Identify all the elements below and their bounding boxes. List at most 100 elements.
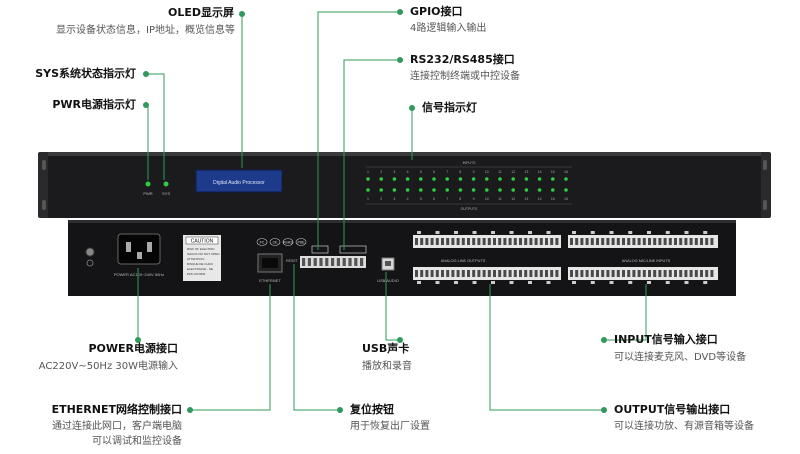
input-led-1: [366, 177, 370, 181]
channel-tab: [472, 231, 477, 234]
logo-rohs: [282, 238, 294, 246]
channel-tab: [546, 281, 551, 284]
terminal-pin: [674, 270, 677, 277]
terminal-pin: [679, 270, 683, 277]
terminal-pin: [539, 238, 543, 245]
pwr-led: [145, 181, 151, 187]
output-channel-number: 1: [367, 197, 369, 201]
terminal-pin: [632, 238, 636, 245]
terminal-pin: [705, 270, 709, 277]
input-channel-number: 8: [459, 170, 461, 174]
channel-tab: [454, 281, 458, 284]
output-channel-number: 9: [473, 197, 475, 201]
usb-jack: [385, 261, 391, 266]
terminal-pin: [700, 270, 703, 277]
gpio-pin: [354, 258, 358, 266]
terminal-pin: [425, 270, 429, 277]
caution-line: ATTENTION:: [187, 257, 205, 261]
terminal-pin: [684, 238, 688, 245]
terminal-pin: [622, 270, 625, 277]
terminal-pin: [575, 270, 579, 277]
input-channel-number: 7: [446, 170, 448, 174]
audio-terminal-blocks: [413, 231, 718, 284]
logo-ce: [269, 238, 281, 246]
terminal-pin: [487, 238, 491, 245]
terminal-pin: [668, 270, 672, 277]
leader-usb: [385, 272, 400, 341]
terminal-pin: [637, 270, 641, 277]
rack-hole-left-bottom: [42, 200, 46, 210]
output-channel-number: 13: [524, 197, 528, 201]
terminal-pin: [430, 270, 434, 277]
output-led-10: [485, 188, 489, 192]
terminal-pin: [627, 238, 631, 245]
terminal-pin: [508, 238, 512, 245]
terminal-pin: [616, 270, 620, 277]
terminal-pin: [550, 238, 554, 245]
terminal-pin: [700, 238, 703, 245]
channel-tab: [703, 281, 708, 284]
channel-tab: [590, 231, 595, 234]
input-channel-number: 15: [551, 170, 555, 174]
input-led-3: [392, 177, 397, 181]
input-channel-number: 12: [511, 170, 515, 174]
gpio-pin: [302, 258, 306, 266]
gpio-terminal-pins: [302, 258, 364, 266]
terminal-pin: [590, 270, 594, 277]
terminal-pin: [689, 238, 693, 245]
terminal-pin: [694, 270, 698, 277]
gpio-pin: [325, 258, 329, 266]
rear-outputs-label: ANALOG LINE OUTPUTS: [441, 259, 486, 263]
gpio-pin: [331, 258, 335, 266]
terminal-pin: [550, 270, 554, 277]
terminal-pin: [503, 270, 507, 277]
terminal-pin: [570, 238, 573, 245]
callout-power-desc: AC220V~50Hz 30W电源输入: [38, 361, 178, 372]
leader-ethernet: [190, 284, 271, 411]
output-led-7: [445, 188, 450, 192]
channel-tab: [491, 281, 495, 284]
output-channel-number: 5: [420, 197, 422, 201]
sys-led: [163, 181, 169, 187]
terminal-pin: [534, 270, 538, 277]
dot-gpio: [397, 9, 403, 15]
caution-line: PAS OUVRIR: [187, 272, 206, 276]
output-led-9: [471, 188, 476, 192]
rear-power-text: POWER AC100~240V 50Hz: [114, 272, 164, 277]
channel-tab: [528, 281, 532, 284]
output-channel-number: 10: [485, 197, 489, 201]
oled-display-text: Digital Audio Processor: [213, 180, 265, 186]
ground-screw: [85, 247, 95, 257]
input-channel-number: 9: [473, 170, 475, 174]
logo-text: RoHS: [283, 241, 293, 245]
callout-rs232-desc: 连接控制终端或中控设备: [410, 71, 520, 82]
channel-tab: [454, 231, 458, 234]
leader-lines: [137, 11, 647, 411]
terminal-pin: [472, 238, 476, 245]
terminal-pin: [456, 238, 460, 245]
callout-rs232-title: RS232/RS485接口: [410, 53, 515, 66]
channel-tab: [435, 231, 440, 234]
ethernet-jack: [262, 258, 278, 268]
caution-title: CAUTION: [191, 239, 214, 245]
gpio-pin: [348, 258, 352, 266]
input-led-10: [485, 177, 489, 181]
output-led-13: [524, 188, 529, 192]
terminal-pin: [513, 270, 517, 277]
gpio-pin: [313, 258, 317, 266]
channel-tab: [491, 231, 495, 234]
pwr-led-label: PWR: [143, 191, 152, 196]
caution-line: RISK OF ELECTRIC: [187, 247, 216, 251]
terminal-pin: [513, 238, 517, 245]
input-led-15: [551, 177, 555, 181]
leader-rs232: [343, 59, 400, 250]
input-channel-number: 14: [538, 170, 542, 174]
logo-text: PSE: [297, 241, 305, 245]
callout-ethernet-desc1: 通过连接此网口，客户端电脑: [52, 421, 182, 432]
callout-reset-desc: 用于恢复出厂设置: [350, 421, 430, 432]
terminal-pin: [689, 270, 693, 277]
terminal-pin: [658, 238, 662, 245]
input-led-14: [537, 177, 542, 181]
